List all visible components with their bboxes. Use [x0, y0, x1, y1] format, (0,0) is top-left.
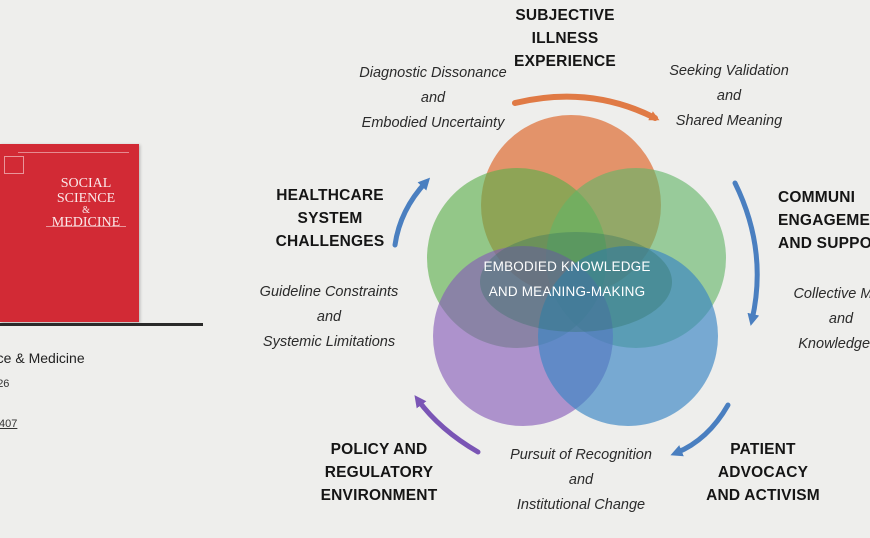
journal-cover[interactable]: SOCIAL SCIENCE & MEDICINE [0, 144, 139, 322]
section-healthcare-system: HEALTHCARE SYSTEM CHALLENGES [275, 187, 385, 250]
cover-title-line: SOCIAL [60, 176, 112, 191]
theme-pursuit-of-recognition: Pursuit of Recognition and Institutional… [510, 447, 652, 513]
cover-title-line: SCIENCE [56, 191, 116, 206]
arrow-right [732, 180, 760, 326]
publisher-logo [4, 156, 24, 174]
section-subjective-illness: SUBJECTIVE ILLNESS EXPERIENCE [514, 7, 616, 70]
central-core [480, 232, 672, 332]
theme-guideline-constraints: Guideline Constraints and Systemic Limit… [259, 284, 399, 350]
theme-diagnostic-dissonance: Diagnostic Dissonance and Embodied Uncer… [359, 65, 507, 131]
theme-seeking-validation: Seeking Validation and Shared Meaning [669, 63, 789, 129]
arrow-lower-left [414, 395, 481, 455]
arrow-top [512, 93, 660, 121]
cover-header-line [18, 152, 129, 153]
theme-collective-mobilization: Collective Mob and Knowledge S [793, 286, 870, 352]
section-community-engagement: COMMUNI ENGAGEME AND SUPPO [778, 189, 870, 252]
volume-link[interactable]: olume 407 [0, 418, 18, 430]
arrow-bottom [670, 402, 731, 457]
section-patient-advocacy: PATIENT ADVOCACY AND ACTIVISM [706, 441, 820, 504]
section-policy-regulatory: POLICY AND REGULATORY ENVIRONMENT [320, 441, 438, 504]
divider [0, 323, 203, 326]
journal-name: ience & Medicine [0, 350, 85, 366]
center-label: EMBODIED KNOWLEDGE AND MEANING-MAKING [483, 259, 651, 299]
issue-date: ber 2026 [0, 378, 10, 390]
arrow-upper-left [392, 177, 431, 248]
cover-title-line: & [82, 205, 90, 216]
circle-patient-advocacy [538, 246, 718, 426]
cover-subtitle-line [46, 226, 126, 227]
